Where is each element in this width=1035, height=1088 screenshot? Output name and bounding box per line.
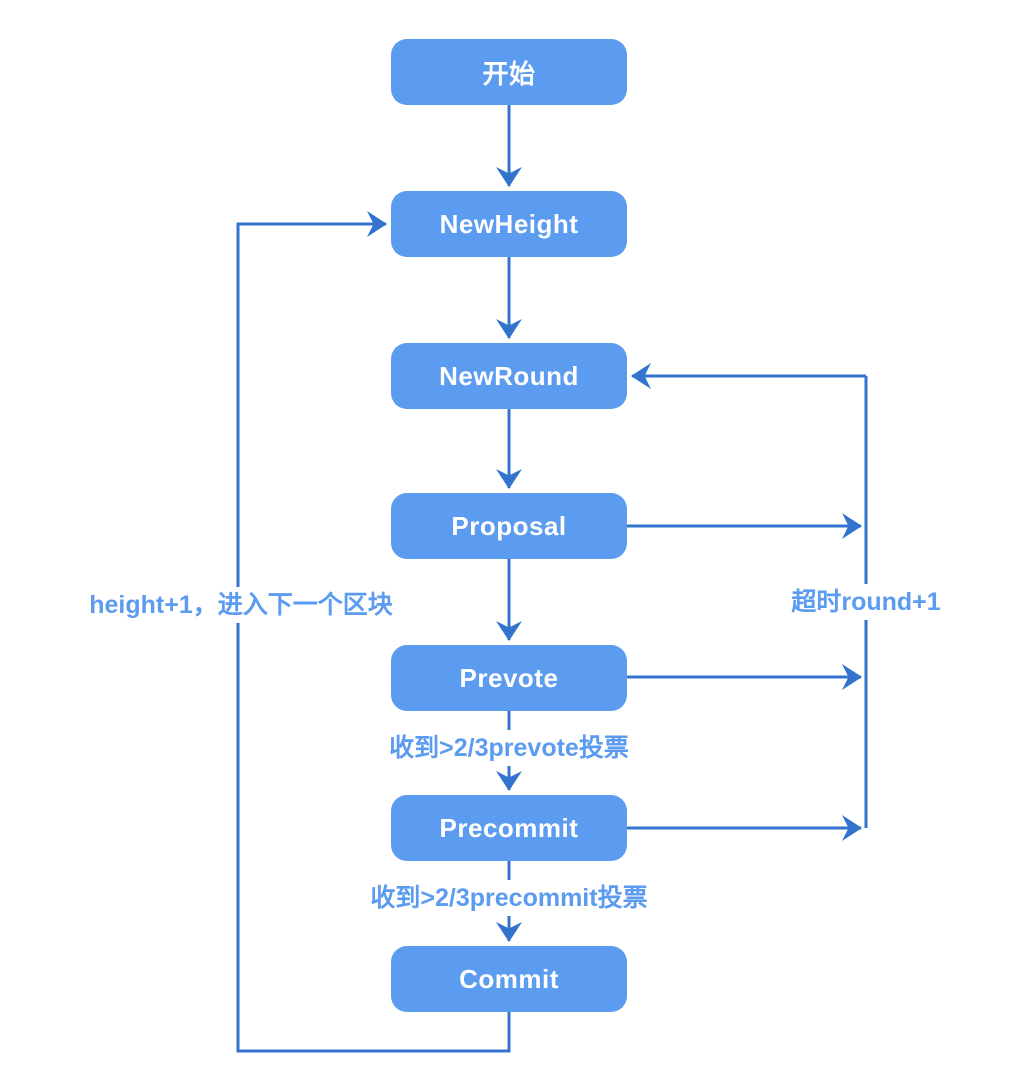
edge-commit-newheight-loop: [236, 211, 511, 1053]
node-newround: NewRound: [391, 343, 627, 409]
edge-label-timeout-round-plus-one: 超时round+1: [783, 584, 949, 620]
edge-label-precommit-votes: 收到>2/3precommit投票: [362, 880, 656, 916]
node-precommit-label: Precommit: [439, 812, 579, 843]
node-prevote-label: Prevote: [459, 662, 559, 693]
node-commit-label: Commit: [459, 963, 559, 994]
node-newround-label: NewRound: [439, 360, 579, 391]
node-precommit: Precommit: [391, 795, 627, 861]
node-start: 开始: [391, 39, 627, 105]
node-proposal: Proposal: [391, 493, 627, 559]
node-proposal-label: Proposal: [451, 510, 567, 541]
node-start-label: 开始: [482, 58, 536, 89]
edge-label-prevote-votes: 收到>2/3prevote投票: [381, 730, 637, 766]
edge-label-height-plus-next-block: height+1，进入下一个区块: [81, 587, 401, 623]
node-prevote: Prevote: [391, 645, 627, 711]
node-newheight-label: NewHeight: [439, 208, 579, 239]
node-newheight: NewHeight: [391, 191, 627, 257]
node-commit: Commit: [391, 946, 627, 1012]
